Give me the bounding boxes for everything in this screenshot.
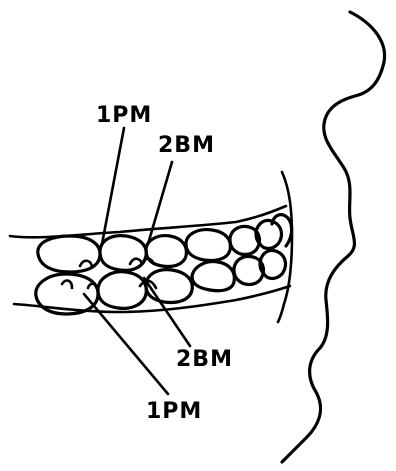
- upper-teeth: [38, 215, 292, 272]
- lower-tooth: [192, 262, 234, 291]
- label-upper-second-premolar: 2BM: [158, 133, 215, 158]
- lower-cusp-mark: [62, 281, 72, 288]
- upper-tooth: [186, 230, 230, 261]
- face-profile-outline: [282, 12, 385, 462]
- upper-cusp-mark: [80, 261, 92, 266]
- upper-tooth: [100, 236, 146, 271]
- upper-gum-line: [10, 206, 286, 237]
- label-lower-second-premolar: 2BM: [176, 347, 233, 372]
- leader-line-upper-2bm: [148, 162, 172, 244]
- lower-tooth: [98, 272, 146, 309]
- leader-line-upper-1pm: [102, 128, 124, 244]
- label-upper-first-premolar: 1PM: [96, 103, 152, 128]
- lower-cusp-mark: [88, 284, 98, 290]
- upper-tooth: [38, 236, 100, 272]
- lower-tooth: [146, 270, 192, 303]
- label-lower-first-premolar: 1PM: [146, 399, 202, 424]
